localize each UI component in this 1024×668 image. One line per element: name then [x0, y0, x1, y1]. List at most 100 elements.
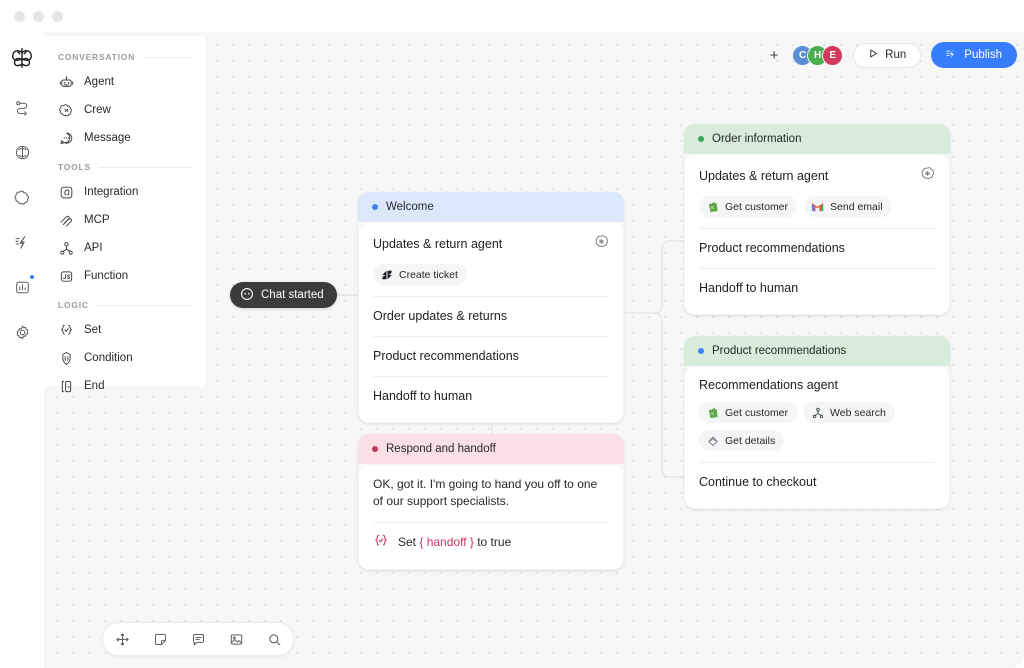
status-dot — [372, 204, 378, 210]
node-palette-sidebar: CONVERSATION Agent — [44, 36, 207, 392]
app-rail — [0, 32, 44, 668]
integrations-puzzle-icon[interactable] — [7, 182, 37, 212]
tool-chip-create-ticket[interactable]: Create ticket — [373, 264, 467, 285]
option-label: Handoff to human — [699, 281, 799, 295]
message-bubble-icon — [58, 130, 74, 146]
palette-item-label: Condition — [84, 352, 133, 364]
node-option-continue-to-checkout[interactable]: Continue to checkout — [685, 462, 949, 502]
note-tool-icon[interactable] — [147, 626, 173, 652]
canvas-toolbar: + C H E Run — [766, 42, 1017, 68]
node-body: Recommendations agent S Get cus — [684, 366, 950, 509]
node-respond-and-handoff[interactable]: Respond and handoff OK, got it. I'm goin… — [358, 434, 624, 570]
analytics-chart-icon[interactable] — [7, 272, 37, 302]
publish-label: Publish — [964, 49, 1002, 61]
node-option-product-recommendations[interactable]: Product recommendations — [685, 228, 949, 268]
palette-group-label: CONVERSATION — [58, 52, 136, 62]
palette-item-api[interactable]: API — [44, 234, 206, 262]
palette-item-end[interactable]: End — [44, 372, 206, 400]
function-js-icon — [58, 268, 74, 284]
palette-item-label: Message — [84, 132, 131, 144]
crew-icon — [58, 102, 74, 118]
settings-gear-icon[interactable] — [7, 317, 37, 347]
node-product-recommendations[interactable]: Product recommendations Recommendations … — [684, 336, 950, 509]
tool-chip-web-search[interactable]: Web search — [804, 402, 895, 423]
flow-canvas[interactable]: + C H E Run — [44, 32, 1024, 668]
run-button[interactable]: Run — [853, 42, 922, 68]
app-logo-icon[interactable] — [8, 44, 36, 72]
node-section-agent[interactable]: Updates & return agent — [685, 155, 949, 228]
palette-item-condition[interactable]: Condition — [44, 344, 206, 372]
node-header: Respond and handoff — [358, 434, 624, 464]
chat-started-node[interactable]: Chat started — [230, 282, 337, 308]
set-prefix: Set — [398, 535, 417, 550]
canvas-bottom-toolbar — [102, 622, 294, 656]
node-section-agent[interactable]: Updates & return agent — [359, 223, 623, 296]
tool-chip-label: Get details — [725, 434, 776, 447]
avatar[interactable]: E — [822, 44, 844, 66]
comment-tool-icon[interactable] — [185, 626, 211, 652]
node-section-set-variable[interactable]: Set { handoff } to true — [359, 521, 623, 563]
palette-item-agent[interactable]: Agent — [44, 68, 206, 96]
message-text: OK, got it. I'm going to hand you off to… — [373, 477, 598, 509]
node-option-order-updates[interactable]: Order updates & returns — [359, 296, 623, 336]
palette-group-header: TOOLS — [44, 162, 206, 172]
agent-robot-icon — [58, 74, 74, 90]
node-body: Updates & return agent — [358, 222, 624, 423]
publish-button[interactable]: Publish — [931, 42, 1017, 68]
palette-group-label: LOGIC — [58, 300, 89, 310]
node-order-information[interactable]: Order information Updates & return agent — [684, 124, 950, 315]
add-collaborator-button[interactable]: + — [769, 46, 779, 64]
palette-item-label: Crew — [84, 104, 111, 116]
node-header: Order information — [684, 124, 950, 154]
tool-chip-get-details[interactable]: Get details — [699, 430, 785, 451]
automations-bolt-icon[interactable] — [7, 227, 37, 257]
tool-chip-get-customer[interactable]: S Get customer — [699, 196, 798, 217]
condition-icon — [58, 350, 74, 366]
minimize-button[interactable] — [33, 10, 44, 22]
tool-chip-label: Create ticket — [399, 268, 458, 281]
node-option-handoff-to-human[interactable]: Handoff to human — [685, 268, 949, 308]
end-door-icon — [58, 378, 74, 394]
search-tool-icon[interactable] — [261, 626, 287, 652]
divider — [142, 56, 192, 58]
palette-item-set[interactable]: Set — [44, 316, 206, 344]
flows-icon[interactable] — [7, 92, 37, 122]
palette-item-function[interactable]: Function — [44, 262, 206, 290]
palette-item-integration[interactable]: Integration — [44, 178, 206, 206]
palette-item-crew[interactable]: Crew — [44, 96, 206, 124]
status-dot — [698, 348, 704, 354]
node-welcome[interactable]: Welcome Updates & return agent — [358, 192, 624, 423]
node-option-handoff-to-human[interactable]: Handoff to human — [359, 376, 623, 416]
tool-chip-label: Web search — [830, 406, 886, 419]
move-tool-icon[interactable] — [109, 626, 135, 652]
set-token: { handoff } — [419, 535, 474, 550]
web-search-icon — [811, 406, 824, 419]
palette-group-header: CONVERSATION — [44, 52, 206, 62]
palette-item-mcp[interactable]: MCP — [44, 206, 206, 234]
node-title: Product recommendations — [712, 345, 847, 357]
tool-chips: S Get customer — [699, 196, 935, 217]
palette-item-label: API — [84, 242, 103, 254]
zendesk-icon — [380, 268, 393, 281]
node-title: Respond and handoff — [386, 443, 496, 455]
tool-chips: Create ticket — [373, 264, 609, 285]
tool-chip-send-email[interactable]: Send email — [804, 196, 892, 217]
node-header: Welcome — [358, 192, 624, 222]
divider — [97, 166, 192, 168]
divider — [95, 304, 192, 306]
image-tool-icon[interactable] — [223, 626, 249, 652]
node-option-product-recommendations[interactable]: Product recommendations — [359, 336, 623, 376]
status-dot — [698, 136, 704, 142]
close-button[interactable] — [14, 10, 25, 22]
knowledge-brain-icon[interactable] — [7, 137, 37, 167]
option-label: Product recommendations — [373, 349, 519, 363]
tool-chip-label: Get customer — [725, 200, 789, 213]
palette-item-label: Integration — [84, 186, 139, 198]
node-section-message[interactable]: OK, got it. I'm going to hand you off to… — [359, 465, 623, 522]
node-section-agent[interactable]: Recommendations agent S Get cus — [685, 367, 949, 462]
publish-sparkle-icon — [946, 48, 958, 63]
zoom-button[interactable] — [52, 10, 63, 22]
palette-item-message[interactable]: Message — [44, 124, 206, 152]
run-label: Run — [885, 49, 907, 61]
tool-chip-get-customer[interactable]: S Get customer — [699, 402, 798, 423]
